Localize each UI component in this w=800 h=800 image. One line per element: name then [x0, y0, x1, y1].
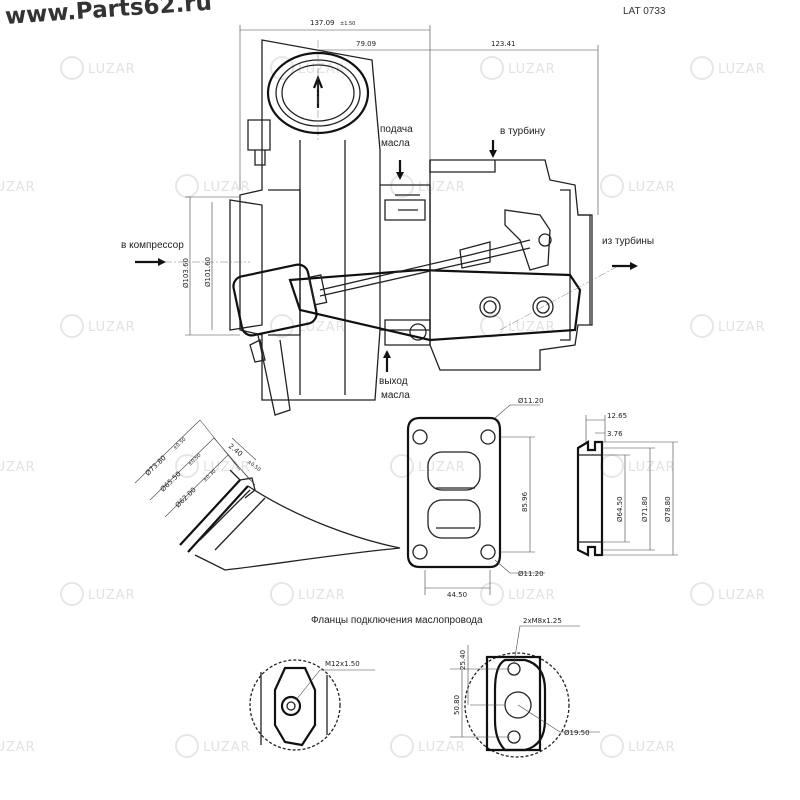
luzar-logo-icon	[175, 734, 199, 758]
dim-inlet-offset: 79.09	[356, 40, 376, 48]
luzar-watermark: LUZAR	[718, 62, 766, 77]
flow-arrows	[135, 140, 638, 372]
luzar-logo-icon	[270, 314, 294, 338]
luzar-watermark: LUZAR	[203, 740, 251, 755]
dim-ring-d3: Ø78.80	[664, 496, 672, 522]
luzar-watermark: LUZAR	[0, 740, 36, 755]
luzar-watermark: LUZAR	[203, 180, 251, 195]
dim-inlet-inner: Ø101.60	[204, 257, 212, 287]
luzar-logo-icon	[390, 174, 414, 198]
dim-outlet-bore: Ø19.50	[564, 729, 590, 737]
luzar-watermark: LUZAR	[628, 740, 676, 755]
luzar-logo-icon	[390, 454, 414, 478]
label-oil-outlet-1: выход	[379, 376, 408, 387]
dim-ring-width: 12.65	[607, 412, 627, 420]
dim-hose-d3: Ø62.00	[174, 486, 198, 510]
luzar-watermark: LUZAR	[88, 62, 136, 77]
turbocharger-side-view	[150, 39, 621, 416]
label-oil-supply-1: подача	[380, 124, 413, 135]
dim-outlet-half-pitch: 25.40	[459, 650, 467, 670]
label-to-compressor: в компрессор	[121, 240, 184, 251]
wastegate-actuator	[232, 263, 328, 337]
luzar-logo-icon	[270, 582, 294, 606]
luzar-watermark: LUZAR	[628, 460, 676, 475]
dim-ring-d1: Ø64.50	[616, 496, 624, 522]
dim-gasket-width: 44.50	[447, 591, 467, 599]
dim-hose-d2: Ø65.50	[159, 470, 183, 494]
luzar-logo-icon	[600, 454, 624, 478]
dim-ring-d2: Ø71.80	[641, 496, 649, 522]
dim-inlet-thread: M12x1.50	[325, 660, 360, 668]
label-oil-supply-2: масла	[381, 138, 410, 149]
dim-overall-width: 137.09	[310, 19, 335, 27]
luzar-logo-icon	[480, 56, 504, 80]
dim-turbine-offset: 123.41	[491, 40, 516, 48]
dim-gasket-height: 85.96	[521, 491, 529, 512]
luzar-logo-icon	[175, 454, 199, 478]
dim-hose-d1: Ø73.80	[144, 454, 168, 478]
luzar-watermark: LUZAR	[0, 180, 36, 195]
dim-ring-groove: 3.76	[607, 430, 623, 438]
part-code: LAT 0733	[623, 6, 666, 17]
compressor-inlet	[266, 51, 370, 135]
dim-inlet-outer: Ø103.60	[182, 258, 190, 288]
luzar-watermark: LUZAR	[508, 62, 556, 77]
luzar-watermark: LUZAR	[0, 460, 36, 475]
dim-gasket-hole-top: Ø11.20	[518, 397, 544, 405]
luzar-watermark: LUZAR	[203, 460, 251, 475]
dim-gasket-hole-bottom: Ø11.20	[518, 570, 544, 578]
luzar-logo-icon	[60, 314, 84, 338]
label-oil-outlet-2: масла	[381, 390, 410, 401]
luzar-watermark: LUZAR	[508, 588, 556, 603]
luzar-watermark: LUZAR	[418, 460, 466, 475]
luzar-logo-icon	[600, 734, 624, 758]
luzar-logo-icon	[690, 56, 714, 80]
luzar-watermark: LUZAR	[718, 588, 766, 603]
luzar-logo-icon	[690, 582, 714, 606]
luzar-watermark: LUZAR	[718, 320, 766, 335]
dim-overall-width-tol: ±1.50	[340, 21, 355, 27]
luzar-watermark: LUZAR	[88, 588, 136, 603]
luzar-logo-icon	[175, 174, 199, 198]
wastegate-bracket	[288, 268, 582, 342]
luzar-watermark: LUZAR	[418, 740, 466, 755]
luzar-logo-icon	[480, 582, 504, 606]
luzar-logo-icon	[690, 314, 714, 338]
luzar-watermark: LUZAR	[298, 320, 346, 335]
turbine-gasket	[406, 404, 545, 595]
watermark-layer: LUZAR LUZAR LUZAR LUZAR LUZAR LUZAR LUZAR LUZAR…	[0, 56, 766, 758]
main-dimensions	[185, 25, 599, 336]
luzar-logo-icon	[270, 56, 294, 80]
luzar-watermark: LUZAR	[298, 588, 346, 603]
oil-flanges-title: Фланцы подключения маслопровода	[311, 615, 483, 626]
dim-outlet-threads: 2xM8x1.25	[523, 617, 562, 625]
label-to-turbine: в турбину	[500, 125, 545, 137]
luzar-logo-icon	[390, 734, 414, 758]
luzar-logo-icon	[480, 314, 504, 338]
oil-outlet-flange	[450, 625, 600, 758]
label-from-turbine: из турбины	[602, 235, 654, 247]
dim-hose-d1-tol: ±0.50	[172, 436, 187, 451]
oil-inlet-flange	[249, 659, 375, 751]
luzar-logo-icon	[60, 56, 84, 80]
sealing-ring-section	[576, 415, 678, 557]
luzar-logo-icon	[600, 174, 624, 198]
dim-outlet-pitch: 50.80	[453, 695, 461, 715]
luzar-logo-icon	[60, 582, 84, 606]
inlet-pipe-section	[134, 419, 401, 571]
luzar-watermark: LUZAR	[418, 180, 466, 195]
luzar-watermark: LUZAR	[628, 180, 676, 195]
luzar-watermark: LUZAR	[88, 320, 136, 335]
